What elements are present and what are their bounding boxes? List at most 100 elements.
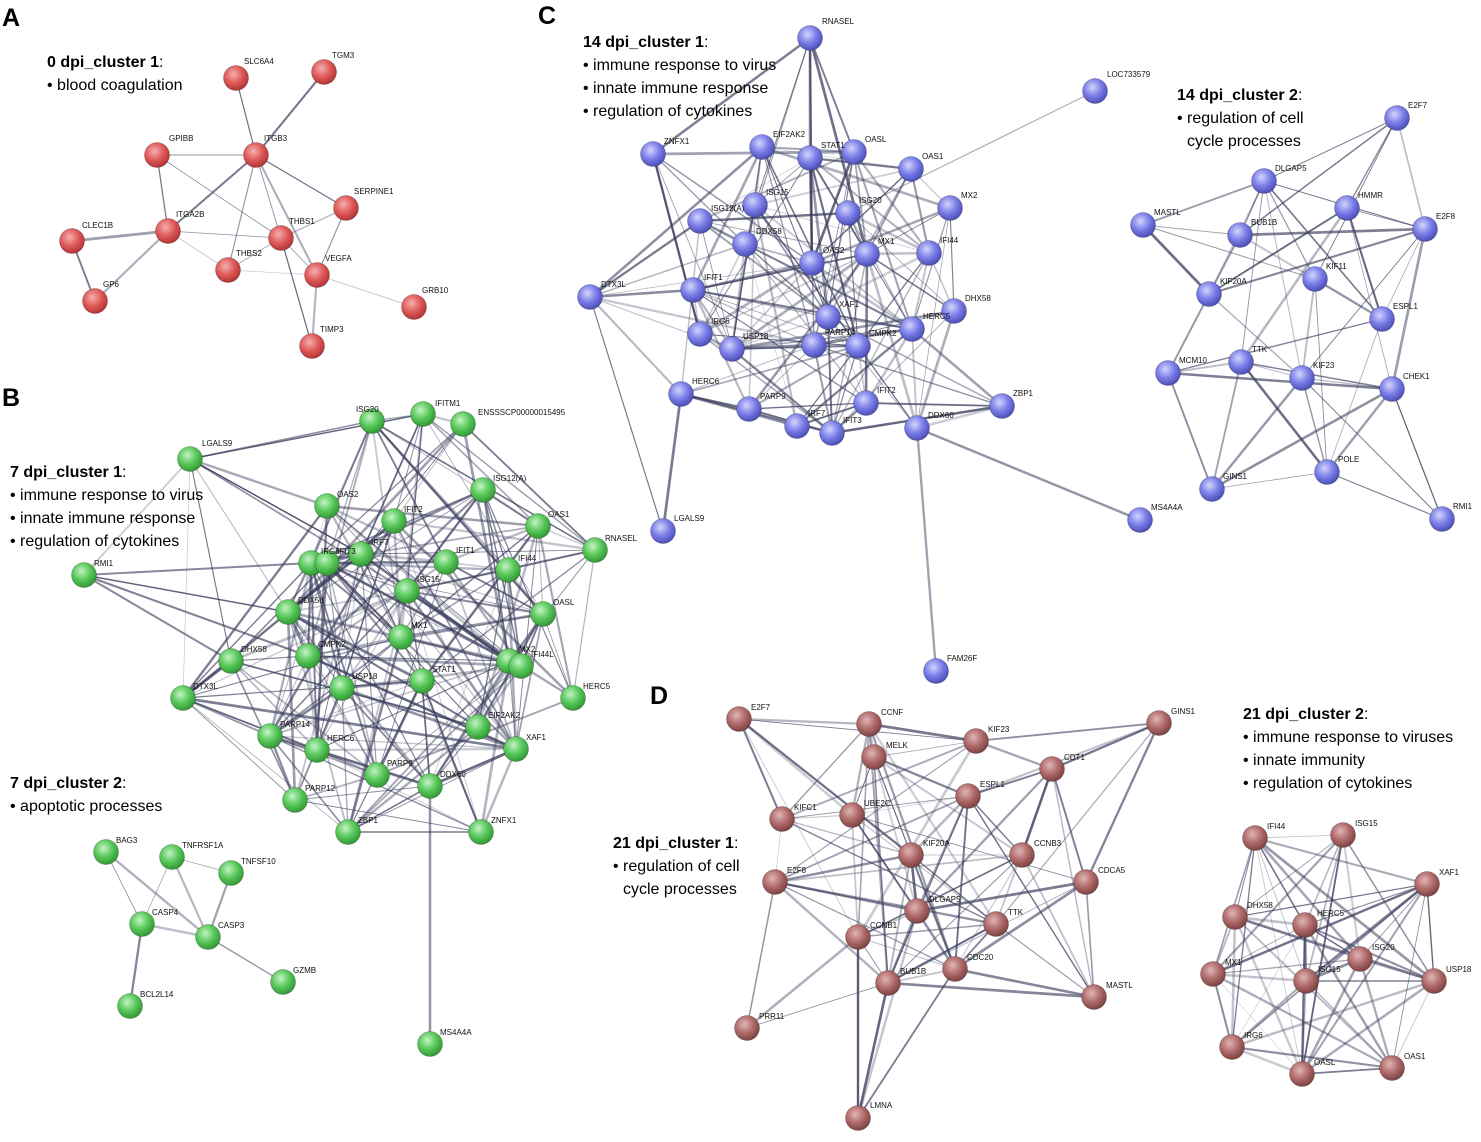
network-node[interactable] [333, 195, 359, 221]
network-node[interactable] [983, 911, 1009, 937]
network-node[interactable] [144, 142, 170, 168]
network-node[interactable] [904, 898, 930, 924]
network-node[interactable] [508, 653, 534, 679]
network-node[interactable] [1292, 912, 1318, 938]
network-node[interactable] [1384, 105, 1410, 131]
network-node[interactable] [268, 225, 294, 251]
network-node[interactable] [304, 262, 330, 288]
network-node[interactable] [1009, 842, 1035, 868]
network-node[interactable] [1429, 506, 1455, 532]
network-node[interactable] [1421, 968, 1447, 994]
network-node[interactable] [311, 59, 337, 85]
network-node[interactable] [687, 321, 713, 347]
network-node[interactable] [1414, 871, 1440, 897]
network-node[interactable] [388, 624, 414, 650]
network-node[interactable] [530, 601, 556, 627]
network-node[interactable] [299, 333, 325, 359]
network-node[interactable] [577, 284, 603, 310]
network-node[interactable] [468, 819, 494, 845]
network-node[interactable] [560, 685, 586, 711]
network-node[interactable] [937, 195, 963, 221]
network-node[interactable] [845, 924, 871, 950]
network-node[interactable] [799, 250, 825, 276]
network-node[interactable] [650, 518, 676, 544]
network-node[interactable] [465, 714, 491, 740]
network-node[interactable] [1289, 365, 1315, 391]
network-node[interactable] [1347, 946, 1373, 972]
network-node[interactable] [495, 557, 521, 583]
network-node[interactable] [916, 240, 942, 266]
network-node[interactable] [762, 869, 788, 895]
network-node[interactable] [726, 706, 752, 732]
network-node[interactable] [409, 668, 435, 694]
network-node[interactable] [129, 911, 155, 937]
network-node[interactable] [1196, 281, 1222, 307]
network-node[interactable] [503, 736, 529, 762]
network-node[interactable] [769, 806, 795, 832]
network-node[interactable] [525, 513, 551, 539]
network-node[interactable] [742, 192, 768, 218]
network-node[interactable] [1081, 984, 1107, 1010]
network-node[interactable] [1082, 78, 1108, 104]
network-node[interactable] [845, 1105, 871, 1131]
network-node[interactable] [898, 156, 924, 182]
network-node[interactable] [963, 728, 989, 754]
network-node[interactable] [1228, 349, 1254, 375]
network-node[interactable] [1251, 168, 1277, 194]
network-node[interactable] [195, 924, 221, 950]
network-node[interactable] [170, 685, 196, 711]
network-node[interactable] [1146, 710, 1172, 736]
network-node[interactable] [270, 969, 296, 995]
network-node[interactable] [82, 288, 108, 314]
network-node[interactable] [861, 744, 887, 770]
network-node[interactable] [1289, 1061, 1315, 1087]
network-node[interactable] [797, 145, 823, 171]
network-node[interactable] [117, 993, 143, 1019]
network-node[interactable] [295, 643, 321, 669]
network-node[interactable] [282, 787, 308, 813]
network-node[interactable] [856, 711, 882, 737]
network-node[interactable] [59, 228, 85, 254]
network-node[interactable] [904, 415, 930, 441]
network-node[interactable] [314, 493, 340, 519]
network-node[interactable] [875, 970, 901, 996]
network-node[interactable] [736, 396, 762, 422]
network-node[interactable] [1379, 1055, 1405, 1081]
network-node[interactable] [835, 200, 861, 226]
network-node[interactable] [159, 844, 185, 870]
network-node[interactable] [215, 257, 241, 283]
network-node[interactable] [304, 737, 330, 763]
network-node[interactable] [687, 208, 713, 234]
network-node[interactable] [223, 65, 249, 91]
network-node[interactable] [845, 333, 871, 359]
network-node[interactable] [719, 336, 745, 362]
network-node[interactable] [329, 675, 355, 701]
network-node[interactable] [275, 599, 301, 625]
network-node[interactable] [1302, 266, 1328, 292]
network-node[interactable] [732, 231, 758, 257]
network-node[interactable] [1379, 376, 1405, 402]
network-node[interactable] [1130, 212, 1156, 238]
network-node[interactable] [359, 408, 385, 434]
network-node[interactable] [668, 381, 694, 407]
network-node[interactable] [1199, 476, 1225, 502]
network-node[interactable] [898, 842, 924, 868]
network-node[interactable] [854, 241, 880, 267]
network-node[interactable] [71, 562, 97, 588]
network-node[interactable] [941, 298, 967, 324]
network-node[interactable] [801, 332, 827, 358]
network-node[interactable] [433, 549, 459, 575]
network-node[interactable] [955, 783, 981, 809]
network-node[interactable] [401, 294, 427, 320]
network-node[interactable] [899, 316, 925, 342]
network-node[interactable] [1369, 306, 1395, 332]
network-node[interactable] [470, 477, 496, 503]
network-node[interactable] [1127, 507, 1153, 533]
network-node[interactable] [1200, 961, 1226, 987]
network-node[interactable] [1242, 825, 1268, 851]
network-node[interactable] [989, 393, 1015, 419]
network-node[interactable] [841, 139, 867, 165]
network-node[interactable] [734, 1015, 760, 1041]
network-node[interactable] [680, 277, 706, 303]
network-node[interactable] [1330, 822, 1356, 848]
